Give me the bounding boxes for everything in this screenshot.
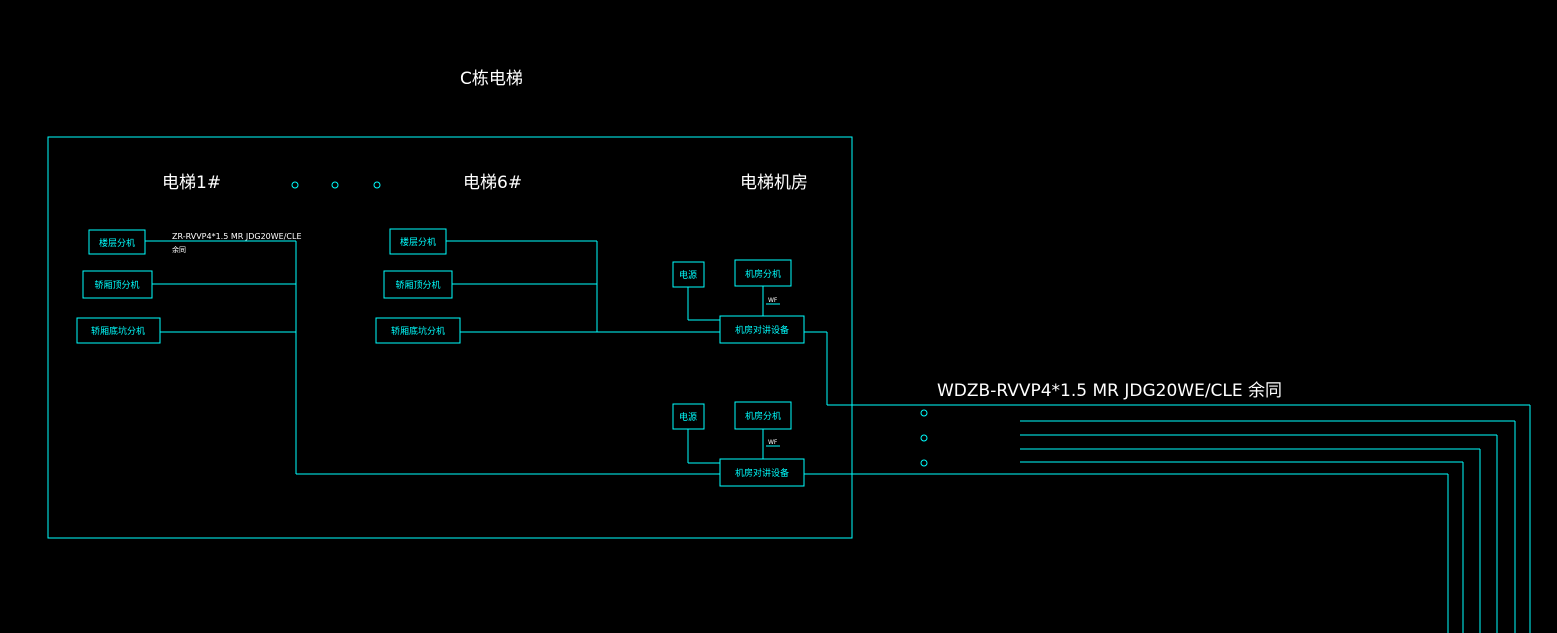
car-top-unit-box	[383, 270, 453, 299]
ellipsis-dot	[920, 459, 928, 467]
left-cable-note: 余同	[172, 245, 186, 254]
wf-label: WF	[768, 439, 778, 446]
floor-unit-label: 楼层分机	[99, 237, 135, 249]
car-top-unit-label: 轿厢顶分机	[395, 279, 440, 291]
room-host-label: 机房对讲设备	[735, 324, 789, 336]
ellipsis-dot	[920, 434, 928, 442]
room-unit-label: 机房分机	[745, 268, 781, 280]
ellipsis-dot	[920, 409, 928, 417]
floor-unit-label: 楼层分机	[400, 236, 436, 248]
room-host-label: 机房对讲设备	[735, 467, 789, 479]
car-bottom-unit-label: 轿厢底坑分机	[91, 325, 145, 337]
power-label: 电源	[679, 269, 697, 281]
room-unit-label: 机房分机	[745, 410, 781, 422]
machine-room-lower: 电源 机房分机 机房对讲设备 WF	[672, 401, 1448, 487]
elevator-1-group: 楼层分机 轿厢顶分机 轿厢底坑分机 ZR-RVVP4*1.5 MR JDG20W…	[76, 229, 720, 475]
car-top-unit-label: 轿厢顶分机	[94, 279, 139, 291]
elevator-1-label: 电梯1#	[162, 173, 221, 193]
wf-label: WF	[768, 297, 778, 304]
ellipsis-dot	[373, 181, 381, 189]
car-bottom-unit-box	[76, 317, 161, 344]
diagram-title: C栋电梯	[460, 69, 523, 89]
power-label: 电源	[679, 411, 697, 423]
ellipsis-dot	[291, 181, 299, 189]
ellipsis-dot	[331, 181, 339, 189]
left-cable-label: ZR-RVVP4*1.5 MR JDG20WE/CLE	[172, 232, 302, 241]
car-bottom-unit-label: 轿厢底坑分机	[391, 325, 445, 337]
elevator-6-label: 电梯6#	[463, 173, 522, 193]
machine-room-upper: 电源 机房分机 机房对讲设备 WF	[672, 259, 828, 405]
elevator-6-group: 楼层分机 轿厢顶分机 轿厢底坑分机	[375, 228, 720, 344]
car-bottom-unit-box	[375, 317, 461, 344]
main-trunk: WDZB-RVVP4*1.5 MR JDG20WE/CLE 余同	[827, 381, 1531, 633]
room-host-box	[719, 315, 805, 344]
main-cable-label: WDZB-RVVP4*1.5 MR JDG20WE/CLE 余同	[937, 381, 1282, 401]
room-host-box	[719, 458, 805, 487]
machine-room-label: 电梯机房	[740, 173, 808, 193]
room-unit-box	[734, 401, 792, 430]
floor-unit-box	[88, 229, 146, 255]
car-top-unit-box	[82, 270, 153, 299]
shaft-frame	[47, 136, 853, 539]
power-box	[672, 261, 705, 288]
